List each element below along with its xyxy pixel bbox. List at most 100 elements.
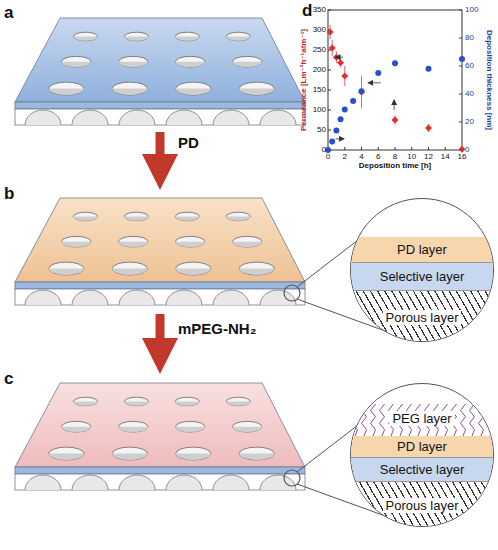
pore-hole (239, 447, 274, 460)
selective-layer-edge (15, 282, 305, 289)
tick (445, 147, 446, 150)
pore-shade (176, 427, 205, 432)
chart-text: Deposition time [h] (359, 162, 431, 170)
chart-text: 200 (313, 66, 326, 74)
pore-hole (124, 397, 148, 406)
pore-hole (49, 82, 84, 95)
panel-letter: a (4, 4, 13, 21)
pore-hole (176, 421, 205, 432)
pore-shade (124, 36, 148, 40)
pore-shade (62, 62, 91, 67)
chart-text: 4 (359, 153, 363, 161)
membrane (15, 198, 305, 305)
pore-shade (119, 62, 148, 67)
pore-shade (112, 269, 147, 275)
data-point (392, 117, 399, 124)
layer-band: PD layer (351, 436, 493, 458)
chart-text: 150 (313, 86, 326, 94)
tick (328, 10, 331, 11)
layer-band: Porous layer (351, 291, 493, 342)
pore-hole (175, 397, 199, 406)
pore-shade (175, 36, 199, 40)
chart-text: 0 (322, 146, 326, 154)
tick (459, 66, 462, 67)
chart-text: 20 (465, 118, 474, 126)
chart-text: 2 (343, 153, 347, 161)
data-point (327, 29, 334, 36)
data-point (341, 73, 348, 80)
pore-arch (25, 110, 61, 125)
layer-band: PD layer (351, 237, 493, 263)
pore-hole (176, 82, 211, 95)
pore-hole (175, 32, 199, 41)
pore-arch (72, 110, 108, 125)
chart-text: 350 (313, 6, 326, 14)
chart-text: 100 (313, 106, 326, 114)
chart-text: 80 (465, 34, 474, 42)
pore-arch (166, 110, 202, 125)
pore-hole (62, 236, 91, 247)
pore-hole (119, 421, 148, 432)
membrane (15, 383, 305, 490)
tick (328, 110, 331, 111)
pore-hole (74, 397, 98, 406)
layer-band: Selective layer (351, 458, 493, 482)
pore-arch (119, 475, 155, 490)
pore-arch (166, 290, 202, 305)
pore-shade (49, 454, 84, 460)
pore-shade (49, 89, 84, 95)
support-edge (15, 474, 305, 490)
layer-label: Porous layer (383, 498, 462, 513)
peg-chain (461, 404, 466, 436)
pore-shade (119, 427, 148, 432)
layer-label: PEG layer (389, 411, 454, 426)
process-arrow (156, 314, 165, 356)
membrane-top (15, 383, 305, 467)
axis-pointer (368, 82, 381, 83)
tick (378, 147, 379, 150)
chart-text: 100 (465, 6, 478, 14)
tick (411, 147, 412, 150)
data-point (392, 60, 398, 66)
chart-text: PD (178, 135, 199, 150)
tick (361, 147, 362, 150)
layer-band: PEG layer (351, 400, 493, 436)
pore-hole (176, 447, 211, 460)
data-point (337, 59, 344, 66)
tick (428, 147, 429, 150)
pore-arch (213, 475, 249, 490)
data-point (459, 146, 466, 153)
data-point (375, 70, 381, 76)
data-point (342, 106, 348, 112)
membrane-top (15, 18, 305, 102)
pore-arch (119, 290, 155, 305)
pore-shade (124, 401, 148, 405)
pore-hole (233, 56, 262, 67)
peg-chain (479, 404, 484, 436)
pore-shade (74, 216, 98, 220)
pore-hole (176, 56, 205, 67)
pore-hole (119, 236, 148, 247)
pore-hole (112, 447, 147, 460)
zoom-marker (284, 285, 300, 301)
pore-hole (226, 32, 250, 41)
pore-shade (239, 454, 274, 460)
pore-hole (124, 32, 148, 41)
chart-text: 300 (313, 26, 326, 34)
pore-shade (176, 269, 211, 275)
pore-shade (239, 89, 274, 95)
chart-text: 40 (465, 90, 474, 98)
pore-shade (226, 36, 250, 40)
data-point (329, 139, 335, 145)
pore-arch (260, 290, 296, 305)
pore-hole (176, 262, 211, 275)
layer-band: Porous layer (351, 482, 493, 527)
pore-shade (176, 242, 205, 247)
plot-frame (328, 10, 462, 150)
peg-chain (353, 404, 358, 436)
pore-shade (226, 401, 250, 405)
axis-pointer (336, 138, 344, 139)
selective-layer-edge (15, 467, 305, 474)
layer-label: Porous layer (383, 310, 462, 325)
tick (328, 70, 331, 71)
